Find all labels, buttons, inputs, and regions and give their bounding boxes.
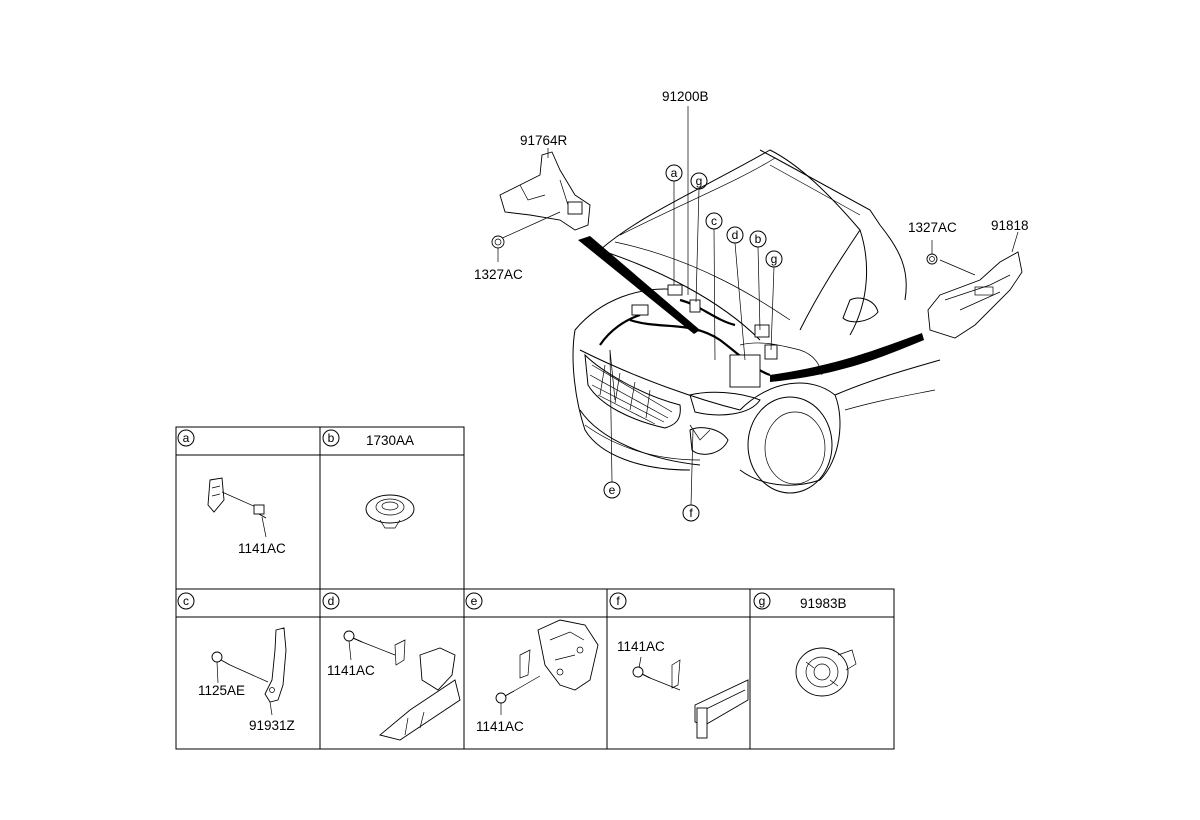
svg-text:a: a	[671, 166, 678, 180]
svg-text:a: a	[183, 431, 190, 445]
svg-text:d: d	[328, 594, 335, 608]
detail-panels	[175, 426, 895, 750]
panel-e-bracket	[519, 619, 599, 691]
nut-right	[926, 240, 938, 265]
callout-f: f	[682, 429, 700, 522]
label-91818: 91818	[991, 218, 1029, 233]
callout-g-right: g	[765, 250, 783, 351]
panel-d: d 1141AC	[322, 592, 461, 741]
callout-a: a	[665, 164, 683, 285]
svg-text:f: f	[616, 594, 620, 608]
svg-text:g: g	[696, 174, 703, 188]
cover-91818	[927, 231, 1023, 339]
callout-d: d	[726, 226, 746, 361]
svg-text:g: g	[771, 252, 778, 266]
callout-g-top: g	[690, 172, 708, 303]
svg-text:e: e	[471, 594, 478, 608]
panel-d-bracket	[379, 639, 461, 741]
callout-c: c	[705, 212, 723, 361]
panel-a: a 1141AC	[177, 429, 286, 556]
pointer-arrow-right	[770, 333, 924, 382]
panel-g-title: 91983B	[800, 596, 847, 611]
panel-c-part-91931z: 91931Z	[249, 718, 295, 733]
svg-text:c: c	[711, 214, 717, 228]
grommet-91983b	[795, 647, 857, 697]
panel-g: g 91983B	[753, 592, 857, 697]
panel-e-part-1141ac: 1141AC	[476, 719, 524, 734]
nut-left	[491, 235, 505, 262]
pointer-arrow-left	[578, 236, 700, 334]
panel-d-part-1141ac: 1141AC	[327, 663, 375, 678]
bracket-91764r	[497, 151, 591, 241]
svg-text:b: b	[755, 232, 762, 246]
panel-f: f 1141AC	[609, 592, 749, 739]
panel-a-clip	[207, 477, 267, 538]
svg-text:f: f	[689, 506, 693, 520]
svg-text:g: g	[759, 594, 766, 608]
label-91200b: 91200B	[662, 89, 709, 104]
panel-c: c 1125AE 91931Z	[177, 592, 295, 733]
panel-d-bolt	[343, 630, 396, 661]
svg-text:d: d	[732, 228, 739, 242]
panel-b: b 1730AA	[322, 429, 415, 529]
svg-text:e: e	[609, 483, 616, 497]
label-1327ac-left: 1327AC	[474, 267, 523, 282]
panel-a-part-1141ac: 1141AC	[238, 541, 286, 556]
panel-c-bolt	[211, 651, 269, 684]
svg-text:b: b	[328, 431, 335, 445]
label-91764r: 91764R	[520, 133, 568, 148]
panel-f-bolt	[632, 666, 681, 691]
car-illustration	[572, 149, 941, 494]
label-1327ac-right: 1327AC	[908, 220, 957, 235]
panel-e: e 1141AC	[465, 592, 599, 734]
panel-f-rail	[671, 659, 749, 739]
panel-b-title: 1730AA	[366, 433, 414, 448]
panel-c-bracket	[264, 627, 287, 716]
svg-text:c: c	[183, 594, 189, 608]
panel-c-part-1125ae: 1125AE	[198, 683, 245, 698]
callout-b: b	[749, 230, 767, 331]
grommet-1730aa	[365, 494, 415, 529]
callout-e: e	[603, 349, 621, 499]
panel-f-part-1141ac: 1141AC	[617, 639, 665, 654]
panel-e-bolt	[495, 675, 541, 715]
